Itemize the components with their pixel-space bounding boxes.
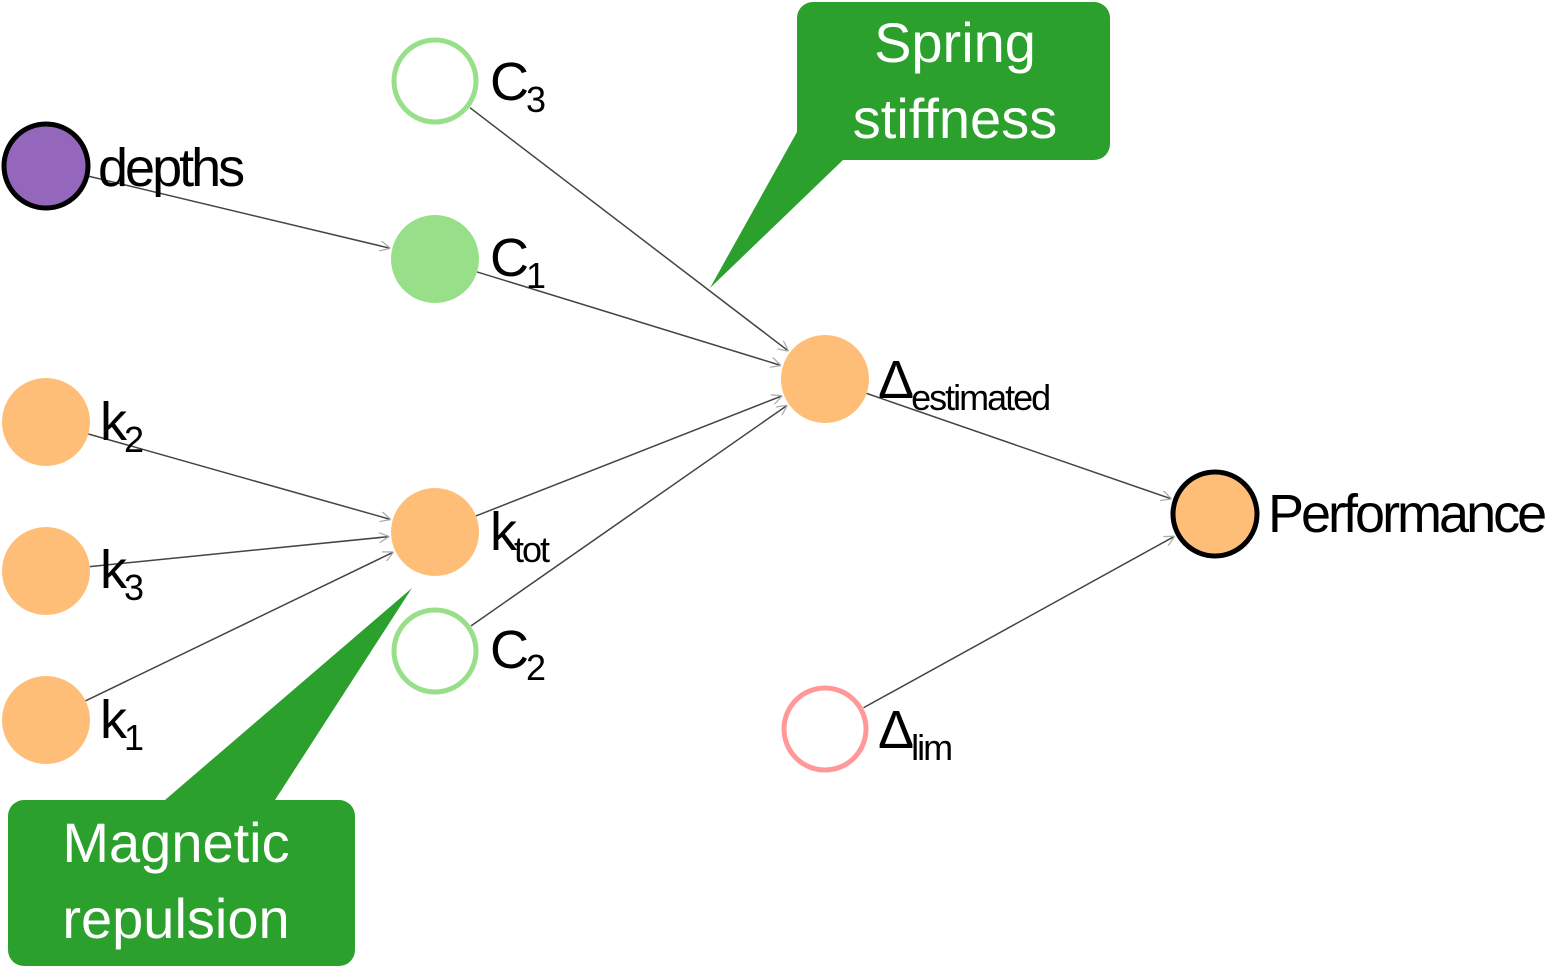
- node-k3-label-sub: 3: [124, 567, 143, 608]
- node-c1: C1: [391, 215, 547, 303]
- callout-magnetic-line-1: Magnetic: [62, 811, 289, 874]
- node-ktot-label: ktot: [490, 502, 550, 570]
- node-delta_lim-label: Δlim: [878, 700, 951, 768]
- callout-spring-line-2: stiffness: [853, 87, 1057, 150]
- edges: [85, 107, 1175, 709]
- node-k2: k2: [2, 378, 145, 466]
- node-k3-label: k3: [100, 540, 143, 608]
- node-c3-label: C3: [490, 52, 545, 120]
- node-c1-label-main: C: [490, 228, 527, 288]
- node-depths-circle: [1, 121, 91, 211]
- node-performance-label-main: Performance: [1268, 484, 1545, 544]
- node-k1: k1: [2, 676, 145, 764]
- callout-magnetic-pointer: [165, 588, 412, 800]
- edge-c3-to-delta_est: [469, 107, 788, 351]
- node-ktot-label-sub: tot: [514, 529, 550, 570]
- edge-delta_lim-to-performance: [863, 536, 1175, 709]
- node-c3: C3: [391, 37, 547, 125]
- callout-magnetic-box: [8, 800, 355, 966]
- edge-k3-to-ktot: [89, 537, 389, 568]
- node-delta_est-circle: [781, 335, 869, 423]
- callout-spring: Spring stiffness: [710, 2, 1110, 288]
- node-k2-label: k2: [100, 392, 143, 460]
- edge-depths-to-c1: [88, 175, 390, 248]
- nodes: depthsC3C1k2k3k1ktotC2ΔestimatedPerforma…: [1, 37, 1548, 773]
- node-depths-label-main: depths: [98, 138, 244, 198]
- node-depths-label: depths: [98, 138, 244, 198]
- node-delta_lim-circle: [781, 685, 869, 773]
- node-k2-label-sub: 2: [124, 419, 143, 460]
- edge-k1-to-ktot: [85, 552, 394, 702]
- callout-spring-line-1: Spring: [874, 11, 1036, 74]
- node-k3-circle: [2, 527, 90, 615]
- callout-spring-pointer: [710, 132, 843, 288]
- node-k1-label: k1: [100, 690, 143, 758]
- edge-c2-to-delta_est: [470, 405, 787, 627]
- node-c2: C2: [391, 607, 547, 695]
- node-c3-label-main: C: [490, 52, 527, 112]
- node-delta_est-label: Δestimated: [878, 350, 1049, 418]
- node-k2-circle: [2, 378, 90, 466]
- node-k1-circle: [2, 676, 90, 764]
- node-c1-label-sub: 1: [526, 255, 545, 296]
- edge-k2-to-ktot: [88, 433, 390, 520]
- node-k1-label-sub: 1: [124, 717, 143, 758]
- node-c2-label: C2: [490, 620, 545, 688]
- node-k3: k3: [2, 527, 145, 615]
- node-depths: depths: [1, 121, 247, 211]
- node-delta_est: Δestimated: [781, 335, 1051, 423]
- callout-spring-box: [797, 2, 1110, 160]
- edge-ktot-to-delta_est: [475, 396, 782, 517]
- node-delta_est-label-main: Δ: [878, 350, 913, 410]
- node-c1-label: C1: [490, 228, 545, 296]
- node-c2-circle: [391, 607, 479, 695]
- node-performance-label: Performance: [1268, 484, 1545, 544]
- node-c3-label-sub: 3: [526, 79, 545, 120]
- callout-magnetic-line-2: repulsion: [62, 887, 289, 950]
- edge-delta_est-to-performance: [866, 392, 1172, 499]
- node-delta_est-label-sub: estimated: [911, 377, 1049, 418]
- node-ktot: ktot: [391, 488, 552, 576]
- node-performance: Performance: [1170, 469, 1548, 559]
- node-delta_lim-label-main: Δ: [878, 700, 913, 760]
- node-delta_lim-label-sub: lim: [911, 727, 951, 768]
- edge-c1-to-delta_est: [476, 271, 781, 366]
- node-c1-circle: [391, 215, 479, 303]
- node-delta_lim: Δlim: [781, 685, 953, 773]
- callout-magnetic: Magnetic repulsion: [8, 588, 412, 966]
- node-c3-circle: [391, 37, 479, 125]
- node-c2-label-sub: 2: [526, 647, 545, 688]
- node-ktot-circle: [391, 488, 479, 576]
- node-performance-circle: [1170, 469, 1260, 559]
- node-c2-label-main: C: [490, 620, 527, 680]
